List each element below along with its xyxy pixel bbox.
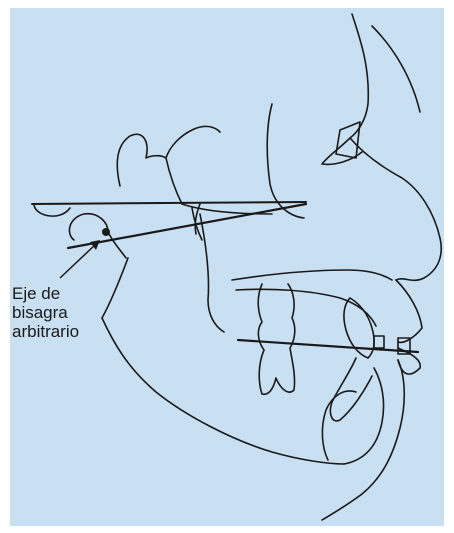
mandibular-occlusal-curve xyxy=(236,289,376,326)
upper-lip xyxy=(396,280,422,342)
hinge-axis-point xyxy=(102,228,110,236)
nose-profile xyxy=(396,238,441,280)
ramus-posterior xyxy=(102,258,128,318)
ramus-anterior xyxy=(200,214,224,332)
zygomatic-contour xyxy=(267,104,304,218)
occlusal-reference-line xyxy=(238,340,418,352)
orbit-contour xyxy=(117,126,220,186)
orbit-inner-line xyxy=(166,158,182,204)
hinge-axis-label: Eje de bisagra arbitrario xyxy=(12,284,79,341)
label-line-2: bisagra xyxy=(12,303,79,322)
lower-incisor xyxy=(330,358,372,421)
soft-chin-profile xyxy=(322,360,404,520)
label-pointer-line xyxy=(60,244,96,278)
occlusal-marker xyxy=(374,336,384,348)
soft-forehead-profile xyxy=(372,26,420,112)
skull-profile-diagram: Eje de bisagra arbitrario xyxy=(10,8,444,526)
chin-symphysis-outer xyxy=(344,368,384,464)
frankfort-plane xyxy=(32,202,306,204)
frontal-profile xyxy=(350,14,440,238)
ear-rod-loop-upper xyxy=(34,204,70,216)
label-line-3: arbitrario xyxy=(12,322,79,341)
palatal-plane xyxy=(232,270,392,280)
chin-symphysis-inner xyxy=(322,391,356,460)
mandible-lower-border xyxy=(102,318,344,464)
condyle-loop xyxy=(69,214,126,258)
cephalometric-tracing xyxy=(10,8,444,526)
molar-tooth xyxy=(258,284,295,394)
hinge-axis-line xyxy=(68,204,306,248)
label-line-1: Eje de xyxy=(12,284,79,303)
